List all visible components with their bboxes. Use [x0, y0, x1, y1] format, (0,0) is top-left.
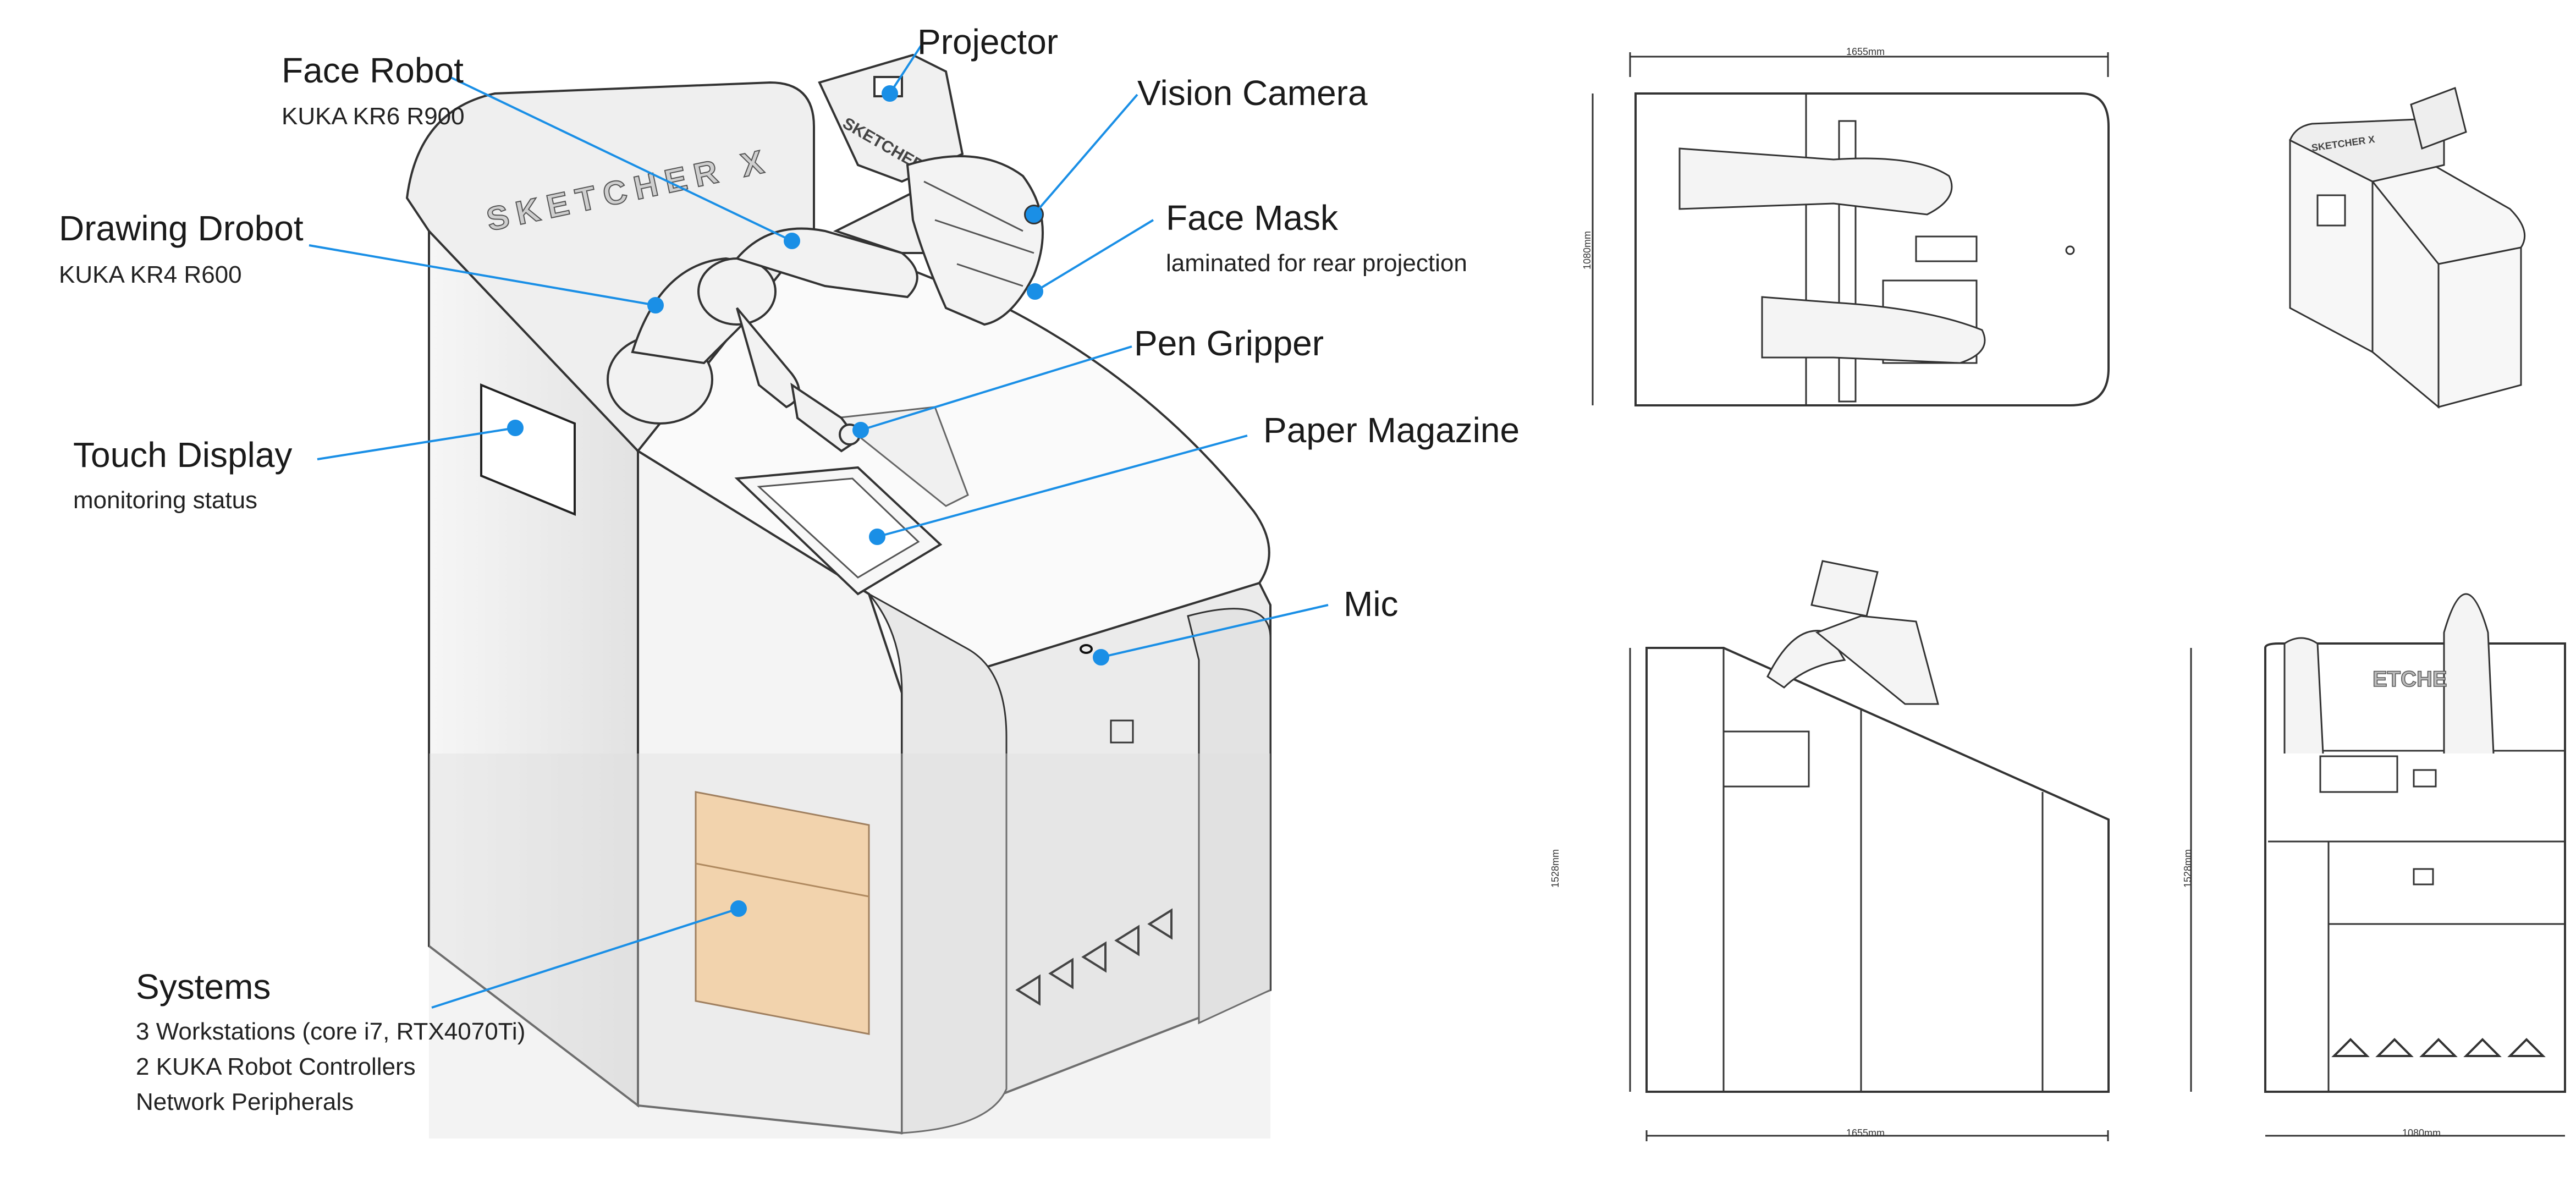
callout-touch-display-sub: monitoring status — [73, 487, 258, 514]
front-view-logo: ETCHE — [2373, 667, 2447, 691]
dim-top-width: 1655mm — [1846, 46, 1885, 57]
cabinet-right-edge — [1187, 608, 1272, 1025]
callout-lines — [309, 42, 1329, 1009]
cabinet-front-edge — [868, 593, 1008, 1134]
callout-systems-line-3: Network Peripherals — [136, 1088, 354, 1115]
top-view — [1592, 52, 2110, 406]
callout-systems-line-2: 2 KUKA Robot Controllers — [136, 1053, 416, 1080]
callout-paper-magazine-title: Paper Magazine — [1263, 410, 1520, 450]
callout-touch-display-title: Touch Display — [73, 435, 293, 475]
callout-systems-line-1: 3 Workstations (core i7, RTX4070Ti) — [136, 1018, 526, 1045]
callout-face-mask-title: Face Mask — [1166, 198, 1338, 238]
callout-mic-title: Mic — [1344, 584, 1399, 624]
front-view — [2190, 593, 2566, 1137]
dim-front-width: 1080mm — [2402, 1128, 2441, 1138]
front-port — [1110, 719, 1134, 744]
callout-drawing-robot-title: Drawing Drobot — [59, 208, 304, 248]
isometric-machine-illustration: SKETCHER X SKETCHER — [309, 42, 1329, 1138]
touch-display-panel — [480, 383, 576, 516]
callout-face-robot-sub: KUKA KR6 R900 — [282, 103, 465, 130]
callout-systems-title: Systems — [136, 967, 271, 1007]
orthographic-views: SKETCHER X — [1592, 52, 2566, 1141]
dim-side-height: 1528mm — [1550, 849, 1561, 888]
dim-side-width: 1655mm — [1846, 1128, 1885, 1138]
callout-projector-title: Projector — [917, 22, 1059, 62]
mini-iso-view — [2289, 87, 2526, 409]
vent-pattern — [1015, 908, 1173, 1006]
callout-drawing-robot-sub: KUKA KR4 R600 — [59, 261, 242, 288]
callout-face-mask-sub: laminated for rear projection — [1166, 250, 1467, 277]
dim-front-height: 1528mm — [2182, 849, 2193, 888]
cabinet-back-wall — [405, 81, 815, 453]
side-view — [1629, 560, 2110, 1141]
callout-face-robot-title: Face Robot — [282, 51, 464, 90]
systems-rack-wood — [695, 791, 870, 1035]
callout-pen-gripper-title: Pen Gripper — [1134, 323, 1324, 363]
mic-hole — [1080, 644, 1093, 654]
dim-top-depth: 1080mm — [1582, 230, 1593, 270]
callout-vision-camera-title: Vision Camera — [1137, 73, 1368, 113]
